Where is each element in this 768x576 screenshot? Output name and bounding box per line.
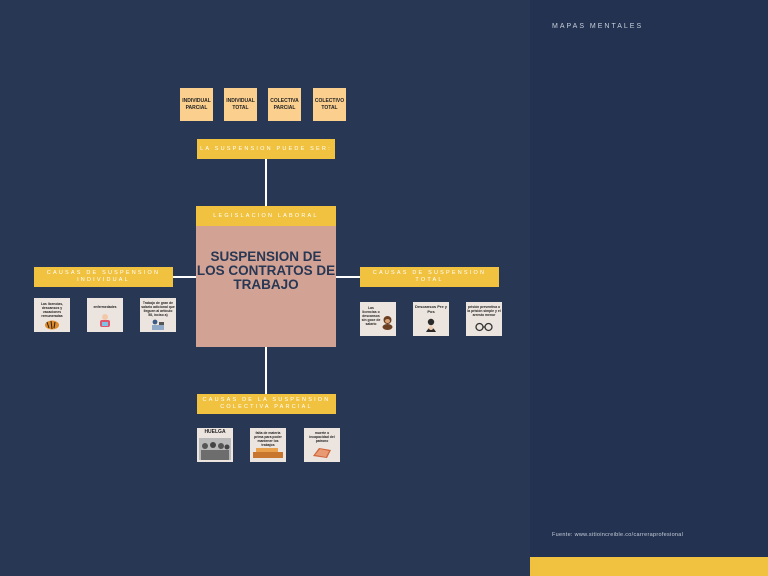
strike-crowd-icon <box>199 438 231 460</box>
handcuffs-icon <box>475 322 493 332</box>
raw-materials-icon <box>253 448 283 458</box>
card-text: falta de materia prima para poder manten… <box>254 431 282 448</box>
card-text: prisión preventiva o la prisión simple y… <box>467 305 501 318</box>
side-panel <box>530 0 768 576</box>
bottom-branch-header: CAUSAS DE LA SUSPENSION COLECTIVA PARCIA… <box>197 394 336 414</box>
connector-bottom <box>265 338 267 394</box>
card-text: enfermedades <box>93 305 117 309</box>
center-node <box>196 226 336 347</box>
panel-title: MAPAS MENTALES <box>552 23 644 30</box>
sick-person-icon <box>100 314 110 327</box>
left-branch-header: CAUSAS DE SUSPENSION INDIVIDUAL <box>34 267 173 287</box>
card-text: Descansos Pre y Pos <box>414 304 448 314</box>
note-colectiva-parcial: COLECTIVA PARCIAL <box>268 88 301 121</box>
monkey-icon <box>382 316 393 330</box>
left-card-enfermedades: enfermedades <box>87 298 123 332</box>
tiger-icon <box>45 320 59 330</box>
coffin-icon <box>313 448 331 458</box>
connector-right <box>336 276 360 278</box>
connector-top <box>265 159 267 206</box>
top-branch-header: LA SUSPENSION PUEDE SER: <box>197 139 335 159</box>
left-card-licencias: Las licencias, descansos y vacaciones re… <box>34 298 70 332</box>
right-branch-header: CAUSAS DE SUSPENSION TOTAL <box>360 267 499 287</box>
right-card-descansos: Descansos Pre y Pos <box>413 302 449 336</box>
bottom-card-muerte: muerte o incapacidad del patrono <box>304 428 340 462</box>
note-individual-parcial: INDIVIDUAL PARCIAL <box>180 88 213 121</box>
office-worker-icon <box>152 319 164 330</box>
right-card-prision: prisión preventiva o la prisión simple y… <box>466 302 502 336</box>
center-header: LEGISLACION LABORAL <box>196 206 336 226</box>
connector-left <box>172 276 196 278</box>
card-text: muerte o incapacidad del patrono <box>309 431 335 444</box>
right-card-licencias: Las licencias o descansos sin goce de sa… <box>360 302 396 336</box>
bottom-card-huelga: HUELGA <box>197 428 233 462</box>
card-text: Trabajo de gran de salario adicional que… <box>141 301 175 318</box>
card-text: HUELGA <box>204 429 226 435</box>
note-colectivo-total: COLECTIVO TOTAL <box>313 88 346 121</box>
source-credit: Fuente: www.sitioincreible.co/carrerapro… <box>552 532 684 538</box>
card-text: Las licencias, descansos y vacaciones re… <box>40 302 64 319</box>
baby-icon <box>426 318 436 332</box>
note-individual-total: INDIVIDUAL TOTAL <box>224 88 257 121</box>
panel-accent-bar <box>530 557 768 576</box>
bottom-card-materia-prima: falta de materia prima para poder manten… <box>250 428 286 462</box>
center-title: SUSPENSION DE LOS CONTRATOS DE TRABAJO <box>196 249 336 292</box>
left-card-trabajo: Trabajo de gran de salario adicional que… <box>140 298 176 332</box>
card-text: Las licencias o descansos sin goce de sa… <box>361 306 381 327</box>
